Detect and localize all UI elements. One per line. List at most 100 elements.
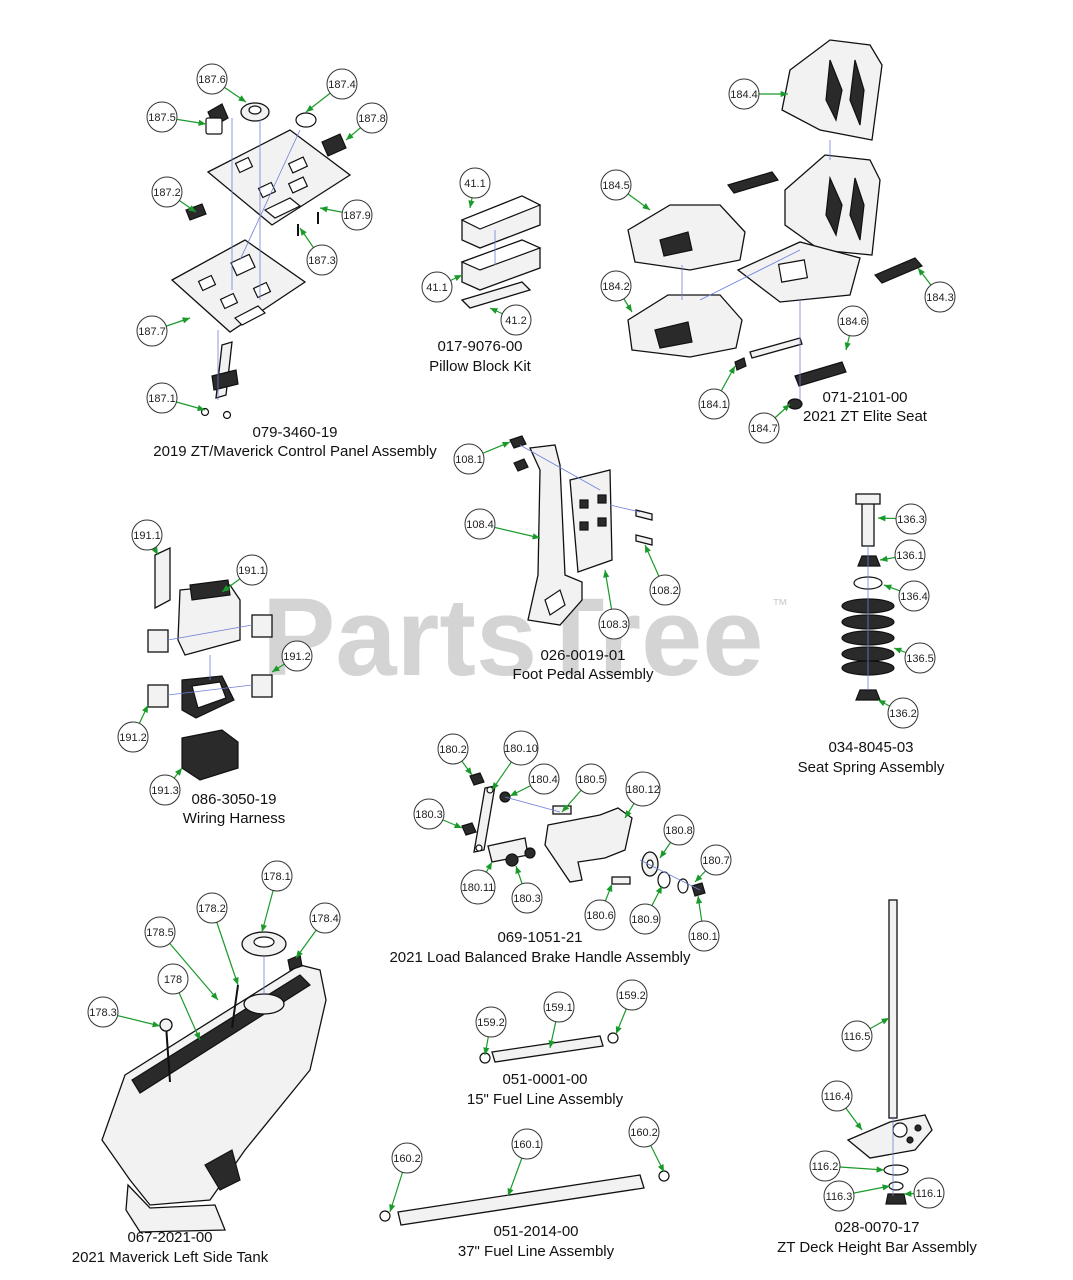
callout-label: 180.10 xyxy=(504,743,538,755)
callout-arrowhead xyxy=(894,647,902,654)
callout-bubble xyxy=(628,1116,660,1148)
callout-180-2: 180.2 xyxy=(437,733,473,776)
callout-41-1: 41.1 xyxy=(421,271,463,303)
callout-191-3: 191.3 xyxy=(149,767,183,806)
callout-bubble xyxy=(464,508,496,540)
callout-bubble xyxy=(326,68,358,100)
callout-bubble xyxy=(157,963,189,995)
callout-160-2: 160.2 xyxy=(628,1116,665,1173)
brake-handle-title: 2021 Load Balanced Brake Handle Assembly xyxy=(389,949,691,966)
callout-187-4: 187.4 xyxy=(305,68,358,113)
callout-label: 184.1 xyxy=(700,399,728,411)
callout-bubble xyxy=(728,78,760,110)
callout-bubble xyxy=(149,774,181,806)
callout-bubble xyxy=(600,270,632,302)
callout-label: 180.11 xyxy=(462,882,495,894)
callout-label: 184.5 xyxy=(602,180,630,192)
seat-spring-title: Seat Spring Assembly xyxy=(798,759,945,776)
callout-bubble xyxy=(421,271,453,303)
callout-label: 187.9 xyxy=(343,210,371,222)
callout-arrowhead xyxy=(197,405,205,412)
callout-arrowhead xyxy=(465,767,472,775)
callout-label: 184.7 xyxy=(750,423,778,435)
callout-116-2: 116.2 xyxy=(809,1150,885,1182)
callout-180-6: 180.6 xyxy=(584,883,616,931)
callout-bubble xyxy=(503,730,539,766)
callout-bubble xyxy=(837,305,869,337)
callout-arrowhead xyxy=(844,342,851,350)
fuel-line-15-title: 15" Fuel Line Assembly xyxy=(467,1091,624,1108)
captions: 079-3460-19 2019 ZT/Maverick Control Pan… xyxy=(72,338,978,1266)
callout-arrowhead xyxy=(468,200,475,208)
callout-bubble xyxy=(511,1128,543,1160)
elite-seat-part-number: 071-2101-00 xyxy=(822,389,907,406)
callout-label: 180.4 xyxy=(530,774,558,786)
callout-arrowhead xyxy=(483,1047,490,1055)
callout-bubble xyxy=(809,1150,841,1182)
callout-label: 180.3 xyxy=(415,809,443,821)
callout-184-3: 184.3 xyxy=(917,267,956,313)
callout-184-2: 184.2 xyxy=(600,270,633,313)
callout-bubble xyxy=(688,920,720,952)
callout-bubble xyxy=(261,860,293,892)
callout-bubble xyxy=(87,996,119,1028)
callout-arrowhead xyxy=(142,705,148,713)
callout-bubble xyxy=(459,167,491,199)
callout-arrowhead xyxy=(606,884,613,892)
callout-108-4: 108.4 xyxy=(464,508,541,540)
callout-116-3: 116.3 xyxy=(823,1180,891,1212)
callout-bubble xyxy=(151,176,183,208)
callout-arrowhead xyxy=(855,1122,862,1130)
callout-bubble xyxy=(391,1142,423,1174)
callout-180-12: 180.12 xyxy=(624,771,661,819)
callout-arrowhead xyxy=(780,90,788,98)
callout-bubble xyxy=(821,1080,853,1112)
callout-116-1: 116.1 xyxy=(903,1177,945,1209)
callout-191-1: 191.1 xyxy=(131,519,163,556)
callout-bubble xyxy=(823,1180,855,1212)
callout-136-3: 136.3 xyxy=(877,503,927,535)
callout-159-1: 159.1 xyxy=(543,991,575,1049)
elite-seat-title: 2021 ZT Elite Seat xyxy=(803,408,928,425)
callout-159-2: 159.2 xyxy=(615,979,648,1035)
callout-arrowhead xyxy=(876,1166,884,1173)
callout-180-4: 180.4 xyxy=(509,763,560,797)
left-side-tank-drawing xyxy=(101,931,327,1233)
callout-bubble xyxy=(453,443,485,475)
callout-arrowhead xyxy=(603,570,610,578)
callout-label: 187.1 xyxy=(148,393,176,405)
callout-bubble xyxy=(700,844,732,876)
callout-arrowhead xyxy=(625,810,632,818)
callout-label: 108.4 xyxy=(466,519,494,531)
callout-184-4: 184.4 xyxy=(728,78,788,110)
callout-arrowhead xyxy=(728,366,735,374)
callout-bubble xyxy=(146,382,178,414)
seat-spring-part-number: 034-8045-03 xyxy=(828,739,913,756)
callout-label: 178.3 xyxy=(89,1007,117,1019)
callout-180-1: 180.1 xyxy=(688,895,720,952)
callout-160-1: 160.1 xyxy=(507,1128,543,1197)
brake-handle-drawing xyxy=(461,772,706,897)
callout-label: 191.2 xyxy=(119,732,147,744)
callout-bubble xyxy=(356,102,388,134)
callout-178-3: 178.3 xyxy=(87,996,161,1028)
callout-arrowhead xyxy=(210,992,218,1000)
pillow-block-drawing xyxy=(460,195,542,309)
callout-label: 187.2 xyxy=(153,187,181,199)
callout-label: 178.2 xyxy=(198,903,226,915)
callout-label: 180.2 xyxy=(439,744,467,756)
callout-arrowhead xyxy=(507,1188,514,1196)
callout-arrowhead xyxy=(182,317,190,324)
callout-label: 136.3 xyxy=(897,514,925,526)
callout-bubble xyxy=(598,608,630,640)
callout-116-5: 116.5 xyxy=(841,1017,890,1052)
callout-160-2: 160.2 xyxy=(389,1142,423,1213)
callout-arrowhead xyxy=(696,896,703,904)
callout-108-3: 108.3 xyxy=(598,569,630,640)
callout-bubble xyxy=(904,642,936,674)
deck-height-bar-part-number: 028-0070-17 xyxy=(834,1219,919,1236)
callout-arrowhead xyxy=(175,768,182,776)
callout-178: 178 xyxy=(157,963,201,1041)
callout-label: 116.2 xyxy=(812,1161,839,1173)
